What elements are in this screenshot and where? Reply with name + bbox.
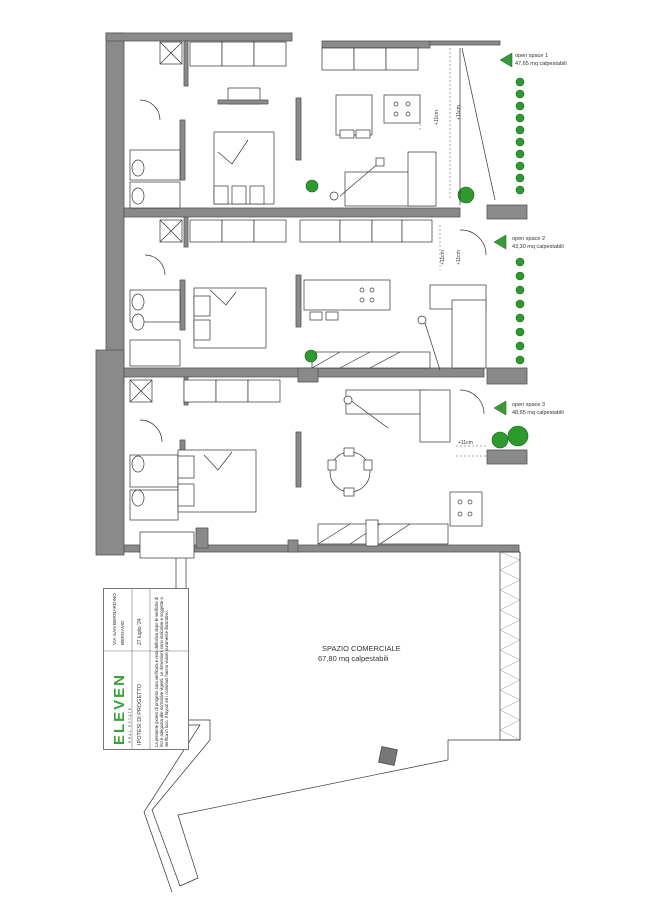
dim-label: +11cm [458,440,473,446]
unit-2: +11cm +11cm [129,219,487,383]
unit-2-name: open space 2 [512,236,545,242]
dim-label: +11cm [434,110,440,125]
commercial-area: 67,80 mq calpestabili [318,654,389,663]
dining-table [329,451,371,493]
hedge [515,77,525,365]
unit-1: +11cm +11cm [129,41,496,209]
flag-icon [493,234,507,250]
title-block: ELEVEN REAL ESTATE IPOTESI DI PROGETTO 2… [103,588,189,750]
unit-3: +11cm [129,379,529,559]
flag-icon [499,52,513,68]
unit-3-name: open space 3 [512,402,545,408]
tree-icon [304,349,318,363]
commercial-name: SPAZIO COMERCIALE [322,644,401,653]
logo-subtitle: REAL ESTATE [128,707,132,743]
unit-1-name: open space 1 [515,53,548,59]
unit-labels: open space 1 47,65 mq calpestabili open … [318,52,567,663]
address-line-2: BERGAMO [120,620,126,645]
dim-label: +11cm [440,250,446,265]
tree-icon [491,431,509,449]
outer-walls [95,32,528,556]
logo: ELEVEN [111,673,128,745]
project-title: IPOTESI DI PROGETTO [137,683,143,745]
unit-1-area: 47,65 mq calpestabili [515,61,567,67]
dim-label: +11cm [456,250,462,265]
dim-label: +11cm [456,105,462,120]
tree-icon [507,425,529,447]
project-date: 27 luglio '24 [137,618,143,645]
unit-2-area: 43,30 mq calpestabili [512,244,564,250]
tree-icon [305,179,319,193]
address-line-1: VIA SAN BERNARDINO [112,593,118,645]
column [378,746,398,766]
commercial-outline [143,551,521,893]
flag-icon [493,400,507,416]
tree-icon [457,186,475,204]
project-note: La presente ipotesi di progetto sara ver… [154,596,169,747]
unit-3-area: 48,65 mq calpestabili [512,410,564,416]
